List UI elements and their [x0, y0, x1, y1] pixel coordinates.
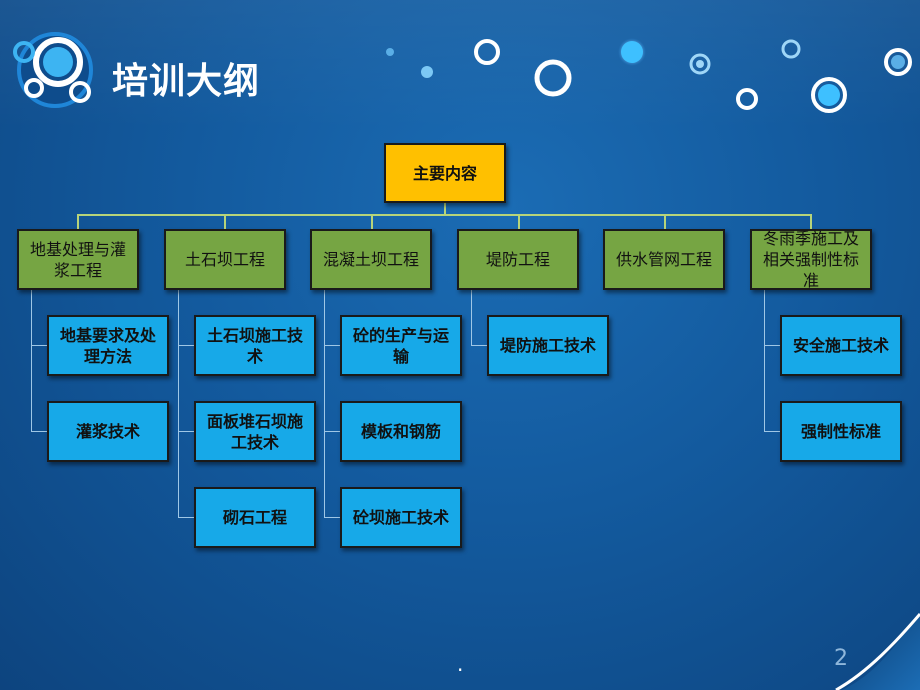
page-number: 2	[834, 646, 848, 671]
category-label: 地基处理与灌浆工程	[29, 239, 126, 280]
leaf-label: 土石坝施工技术	[206, 325, 303, 366]
leaf-node: 堤防施工技术	[487, 315, 609, 376]
leaf-node: 砌石工程	[194, 487, 316, 548]
root-label: 主要内容	[412, 163, 477, 183]
leaf-node: 灌浆技术	[47, 401, 169, 462]
leaf-label: 砌石工程	[222, 508, 287, 527]
category-node-concrete-dam: 混凝土坝工程	[310, 229, 432, 290]
category-label: 混凝土坝工程	[322, 250, 419, 269]
page-curl-icon	[835, 612, 920, 690]
logo-rings-icon	[13, 32, 93, 108]
leaf-node: 面板堆石坝施工技术	[194, 401, 316, 462]
leaf-label: 堤防施工技术	[499, 336, 596, 355]
category-label: 土石坝工程	[184, 250, 265, 269]
leaf-node: 模板和钢筋	[340, 401, 462, 462]
leaf-label: 安全施工技术	[792, 336, 889, 355]
leaf-node: 地基要求及处理方法	[47, 315, 169, 376]
leaf-label: 砼坝施工技术	[352, 508, 449, 527]
leaf-label: 模板和钢筋	[360, 422, 441, 441]
leaf-node: 土石坝施工技术	[194, 315, 316, 376]
category-label: 冬雨季施工及相关强制性标准	[762, 229, 859, 290]
footer-mark: .	[457, 652, 464, 676]
root-node: 主要内容	[384, 143, 506, 203]
leaf-node: 砼的生产与运输	[340, 315, 462, 376]
leaf-label: 砼的生产与运输	[352, 325, 449, 366]
leaf-node: 强制性标准	[780, 401, 902, 462]
leaf-label: 面板堆石坝施工技术	[206, 411, 303, 452]
slide-title: 培训大纲	[112, 61, 261, 102]
leaf-node: 砼坝施工技术	[340, 487, 462, 548]
leaf-node: 安全施工技术	[780, 315, 902, 376]
category-node-embankment: 堤防工程	[457, 229, 579, 290]
category-label: 供水管网工程	[615, 250, 712, 269]
category-label: 堤防工程	[485, 250, 550, 269]
category-node-earth-rock-dam: 土石坝工程	[164, 229, 286, 290]
leaf-label: 强制性标准	[800, 422, 881, 441]
category-node-seasonal-standards: 冬雨季施工及相关强制性标准	[750, 229, 872, 290]
category-node-water-supply: 供水管网工程	[603, 229, 725, 290]
leaf-label: 灌浆技术	[75, 422, 140, 441]
leaf-label: 地基要求及处理方法	[59, 325, 156, 366]
category-node-foundation: 地基处理与灌浆工程	[17, 229, 139, 290]
